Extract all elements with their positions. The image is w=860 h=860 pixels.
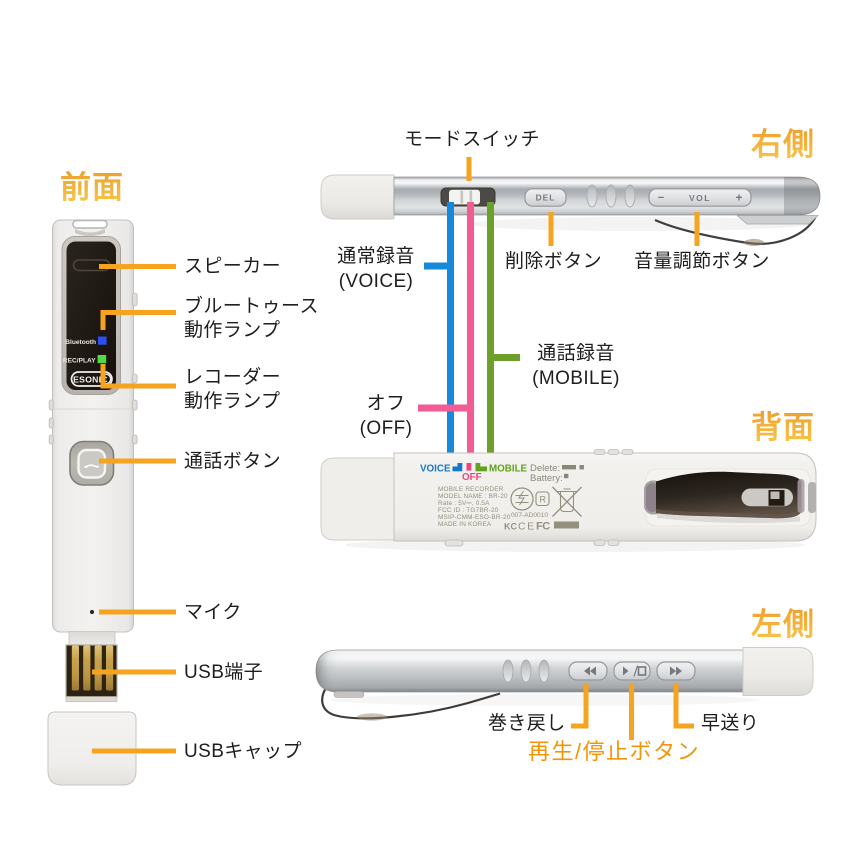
svg-text:MSIP-CMM-ESO-BR-20: MSIP-CMM-ESO-BR-20	[438, 514, 511, 521]
label-fast-forward: 早送り	[701, 713, 760, 734]
front-side-buttons	[48, 292, 138, 445]
delete-print: Delete:	[530, 463, 560, 474]
battery-print: Battery:	[530, 473, 563, 484]
label-voice-mode-line1: 通常録音	[337, 246, 415, 267]
label-recorder-lamp: レコーダー 動作ランプ	[184, 366, 281, 414]
label-delete-button: 削除ボタン	[505, 251, 603, 272]
mobile-switch-icon	[475, 463, 487, 472]
front-view-title: 前面	[60, 162, 124, 207]
bluetooth-print: Bluetooth	[65, 339, 96, 346]
label-rewind: 巻き戻し	[488, 713, 566, 734]
svg-text:MOBILE RECORDER: MOBILE RECORDER	[438, 486, 504, 493]
fast-forward-button	[656, 661, 696, 681]
off-print: OFF	[462, 472, 482, 483]
svg-text:Rate : 5V⎓, 0.5A: Rate : 5V⎓, 0.5A	[438, 500, 490, 507]
voice-switch-icon	[452, 463, 463, 472]
label-usb-plug: USB端子	[184, 662, 264, 683]
label-speaker: スピーカー	[184, 256, 282, 277]
label-mobile-mode-line1: 通話録音	[537, 343, 615, 364]
svg-text:VOL: VOL	[689, 193, 711, 203]
svg-text:+: +	[735, 191, 742, 205]
svg-text:ESONIC: ESONIC	[73, 375, 108, 385]
svg-text:KC: KC	[504, 522, 517, 532]
screen-panel	[66, 241, 116, 390]
label-mobile-mode-line2: (MOBILE)	[532, 368, 620, 389]
voice-print: VOICE	[420, 464, 451, 475]
regulatory-text: MOBILE RECORDER MODEL NAME : BR-20 Rate …	[438, 486, 511, 528]
label-play-stop: 再生/停止ボタン	[528, 739, 701, 764]
back-print-modes: VOICE OFF MOBILE Delete: Battery:	[420, 463, 584, 484]
off-switch-icon	[466, 463, 472, 471]
usb-cap-back	[320, 457, 395, 541]
label-usb-cap: USBキャップ	[184, 741, 302, 762]
back-side-buttons	[444, 449, 634, 547]
svg-text:MODEL NAME : BR-20: MODEL NAME : BR-20	[438, 493, 508, 500]
vent-holes-left	[502, 659, 550, 683]
label-off-mode: オフ (OFF)	[326, 391, 446, 441]
label-mobile-mode: 通話録音 (MOBILE)	[516, 341, 636, 391]
weee-bin-icon	[552, 486, 582, 517]
label-mic: マイク	[184, 602, 242, 623]
bluetooth-led	[98, 336, 107, 345]
label-voice-mode: 通常録音 (VOICE)	[316, 244, 436, 294]
label-bluetooth-lamp-line2: 動作ランプ	[184, 320, 281, 341]
left-callout-lines	[571, 684, 694, 740]
svg-text:R: R	[539, 495, 546, 505]
mic-hole	[89, 609, 95, 615]
usb-cap-side	[320, 174, 395, 220]
label-off-mode-line1: オフ	[366, 393, 406, 414]
play-stop-button	[613, 661, 651, 681]
label-off-mode-line2: (OFF)	[359, 418, 413, 439]
label-volume-button: 音量調節ボタン	[634, 251, 770, 272]
clip-recess	[808, 482, 816, 513]
clip	[644, 471, 805, 524]
strap-left	[321, 684, 501, 720]
label-bluetooth-lamp-line1: ブルートゥース	[184, 296, 319, 317]
label-voice-mode-line2: (VOICE)	[338, 271, 414, 292]
volume-button: VOL − +	[648, 188, 752, 207]
call-button	[69, 440, 115, 486]
front-view-device: Bluetooth REC/PLAY ESONIC	[47, 219, 138, 786]
front-callout-lines	[92, 264, 176, 754]
rewind-button	[568, 661, 608, 681]
rec-play-led	[97, 355, 107, 364]
certification-marks: R 007-AD0010 KC CE FC	[504, 486, 582, 533]
left-view-title: 左側	[751, 599, 815, 644]
label-recorder-lamp-line1: レコーダー	[184, 367, 282, 388]
label-recorder-lamp-line2: 動作ランプ	[184, 391, 281, 412]
svg-text:MADE IN KOREA: MADE IN KOREA	[438, 521, 492, 528]
right-callout-lines	[466, 157, 700, 246]
mode-lines	[418, 202, 520, 467]
svg-text:−: −	[658, 192, 664, 204]
phone-icon	[83, 464, 100, 469]
clip-slot	[741, 488, 793, 507]
label-call-button: 通話ボタン	[184, 451, 282, 472]
usb-cap-side-left	[742, 647, 814, 696]
svg-text:FCC ID : TG7BR-20: FCC ID : TG7BR-20	[438, 507, 499, 514]
label-bluetooth-lamp: ブルートゥース 動作ランプ	[184, 295, 319, 343]
left-side-view-device	[315, 647, 814, 721]
svg-text:CE: CE	[518, 521, 536, 533]
usb-plug	[65, 631, 118, 702]
svg-text:DEL: DEL	[536, 193, 556, 203]
rec-play-print: REC/PLAY	[63, 357, 96, 364]
right-view-title: 右側	[751, 119, 815, 164]
svg-text:FC: FC	[536, 521, 550, 533]
right-side-view-device: DEL VOL − +	[320, 174, 821, 247]
delete-button: DEL	[524, 188, 567, 207]
label-mode-switch: モードスイッチ	[404, 129, 540, 150]
svg-text:007-AD0010: 007-AD0010	[511, 512, 548, 519]
back-view-device: VOICE OFF MOBILE Delete: Battery: MOBILE…	[320, 449, 817, 552]
strap-slot	[72, 219, 108, 229]
back-view-title: 背面	[751, 402, 815, 447]
mobile-print: MOBILE	[489, 464, 528, 475]
vent-holes-right	[586, 184, 636, 208]
